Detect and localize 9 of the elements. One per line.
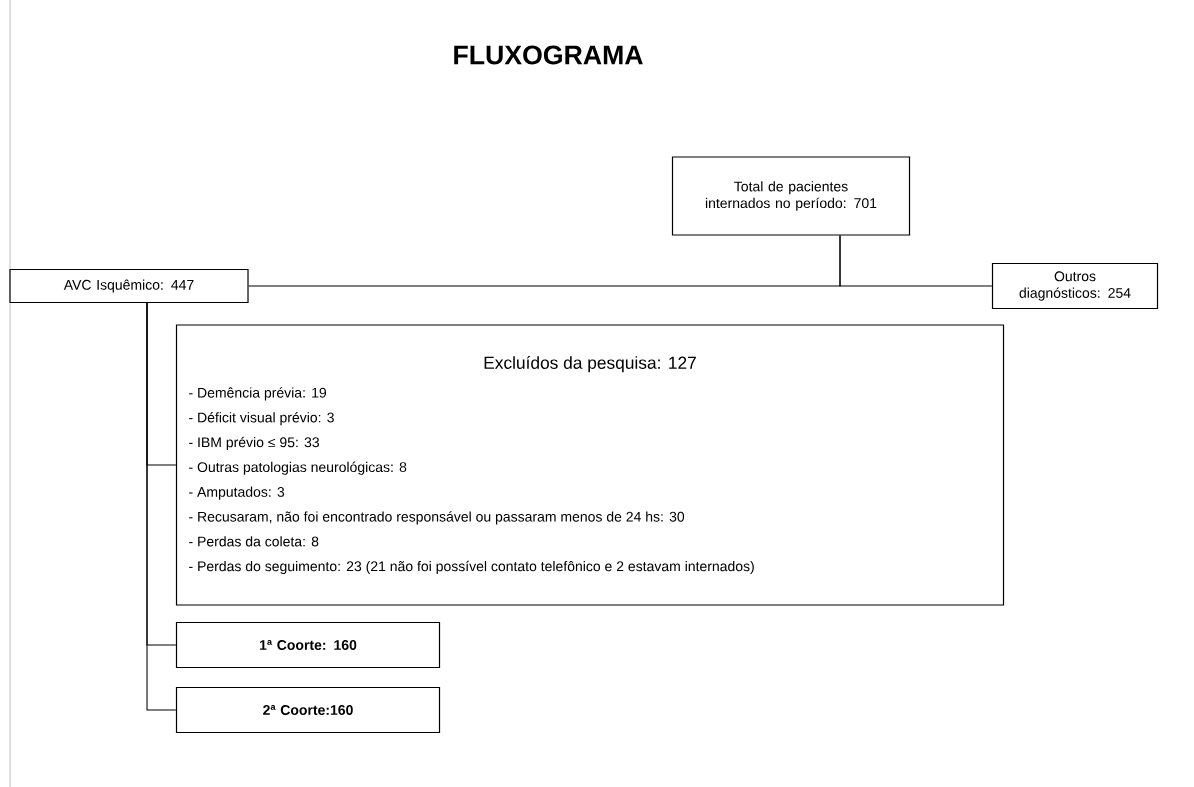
process-box: AVC Isquêmico: 447 bbox=[9, 268, 249, 304]
process-box: Outros diagnósticos: 254 bbox=[991, 262, 1159, 310]
title: FLUXOGRAMA bbox=[454, 45, 643, 65]
exclusion-box: Excluídos da pesquisa: 127 - Demência prévia: 19 - Déficit visual prévio: 3 - IBM prévio ≤ 95: 33 - Outras patologias neurológicas: 8 - Amputados: 3 - Recusaram, não foi encontrado responsável ou passaram menos de 24 hs: 30 - Perdas da coleta: 8 - Perdas do seguimento: 23 (21 não foi possível contato telefônico e 2 estavam internados) bbox=[175, 324, 1005, 606]
connector-line bbox=[146, 302, 177, 711]
cohort-box: 1ª Coorte: 160 bbox=[175, 621, 441, 669]
connector-line bbox=[839, 235, 993, 287]
cohort-box: 2ª Coorte:160 bbox=[175, 686, 441, 734]
process-box: Total de pacientes internados no período: 701 bbox=[671, 156, 911, 236]
